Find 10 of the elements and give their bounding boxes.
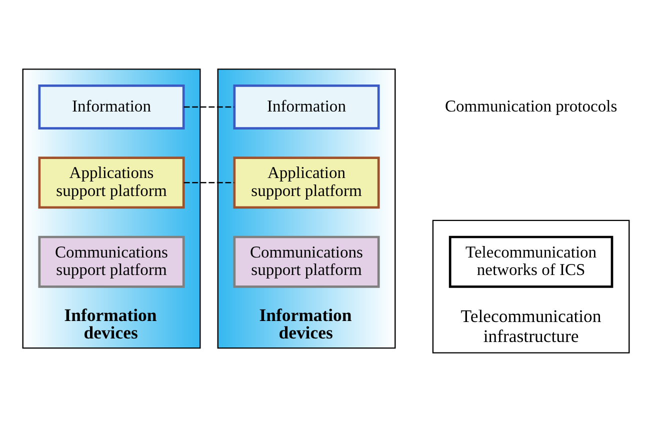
node-box: Communications support platform — [38, 235, 185, 288]
connector — [184, 106, 234, 108]
node-box: Applications support platform — [38, 156, 185, 208]
node-box: Information — [233, 84, 380, 129]
node-box: Application support platform — [233, 156, 380, 208]
connector — [184, 182, 234, 183]
node-box: Information — [38, 84, 185, 129]
node-box: Communications support platform — [233, 235, 380, 288]
label: Communication protocols — [444, 96, 618, 115]
node-box: Telecommunication networks of ICS — [448, 235, 614, 288]
